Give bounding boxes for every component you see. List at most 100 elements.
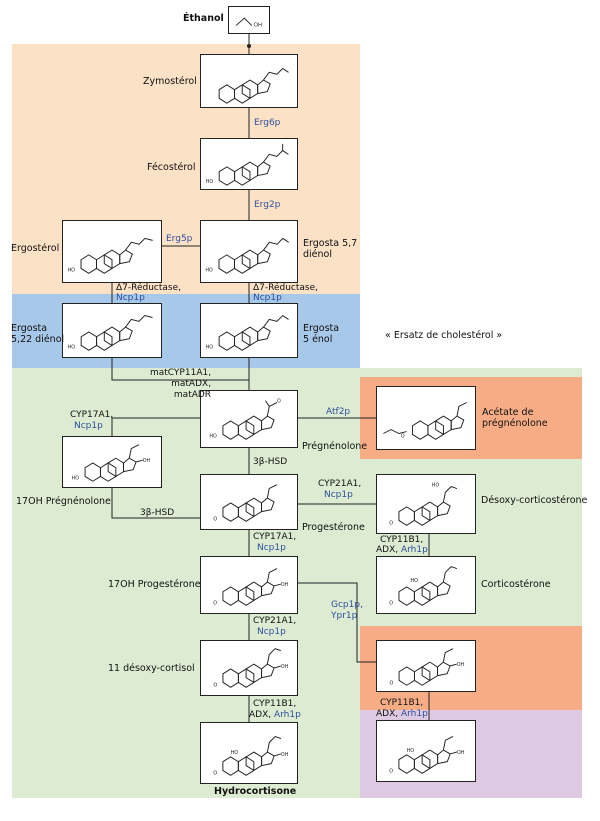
adx-main-label: ADX, [249, 710, 274, 720]
svg-text:OH: OH [143, 458, 151, 464]
svg-text:O: O [389, 768, 393, 774]
cyp17a1-main-enzyme: CYP17A1, [253, 532, 297, 542]
zymosterol-structure [218, 67, 289, 104]
svg-text:OH: OH [281, 582, 289, 588]
svg-text:HO: HO [68, 344, 76, 350]
ergosta-5-enol-structure-box: HO [200, 303, 298, 358]
svg-text:HO: HO [205, 267, 213, 273]
11-desoxycortisol-label: 11 désoxy-cortisol [108, 663, 195, 674]
ergosta-57-dienol-label: Ergosta 5,7 diénol [303, 238, 358, 260]
cyp11b1-right-enzyme: CYP11B1, [380, 535, 424, 545]
ergosta-5-enol-structure: HO [206, 314, 289, 351]
svg-text:HO: HO [411, 578, 419, 584]
hydrocortisone-label: Hydrocortisone [214, 786, 297, 797]
cyp21a1-right-enzyme: CYP21A1, [318, 479, 362, 489]
arh1p-side-label: Arh1p [400, 709, 428, 719]
ncp1p-cyp17-main-enzyme: Ncp1p [257, 543, 286, 553]
fecosterol-structure-box: HO [200, 138, 298, 190]
ersatz-cholesterol-label: « Ersatz de cholestérol » [385, 330, 503, 341]
svg-text:O: O [389, 680, 393, 686]
ergosta-522-dienol-label: Ergosta 5,22 diénol [11, 323, 65, 345]
adx-label: ADX, [376, 545, 401, 555]
ergosta-522-dienol-structure-box: HO [62, 303, 162, 358]
svg-text:HO: HO [67, 267, 75, 273]
arh1p-label: Arh1p [400, 545, 428, 555]
erg5p-enzyme: Erg5p [166, 234, 193, 244]
progesterone-structure: O [213, 484, 278, 522]
pregnenolone-acetate-structure-box: O [376, 386, 476, 450]
erg2p-enzyme: Erg2p [254, 200, 281, 210]
ergosta-5-enol-label: Ergosta 5 énol [303, 323, 340, 345]
corticosterone-label: Corticostérone [481, 579, 551, 590]
ergosta-57-dienol-structure-box: HO [200, 220, 298, 283]
pregnenolone-acetate-structure: O [383, 402, 467, 440]
cyp11b1-side-cofactors: ADX, Arh1p [376, 709, 428, 720]
svg-text:O: O [277, 399, 281, 405]
svg-text:O: O [389, 520, 393, 526]
mat-cyp11a1-enzyme: matCYP11A1, matADX, matADR [150, 368, 212, 400]
svg-text:O: O [389, 600, 393, 606]
17oh-pregnenolone-structure-box: HO OH [62, 436, 162, 488]
pregnenolone-structure-box: HO O [200, 390, 298, 448]
adx-side-label: ADX, [376, 709, 401, 719]
svg-text:HO: HO [72, 475, 80, 481]
desoxycorticosterone-structure-box: O HO [376, 474, 476, 534]
svg-text:OH: OH [281, 664, 289, 670]
ncp1p-right-enzyme: Ncp1p [253, 293, 282, 303]
side-product-structure: OOH [389, 648, 465, 686]
11-desoxycortisol-structure: O OH [213, 648, 289, 688]
ethanol-label: Éthanol [183, 13, 224, 24]
final-product-structure: O HO OH [389, 736, 465, 774]
svg-text:O: O [213, 682, 217, 688]
desoxycorticosterone-structure: O HO [389, 483, 458, 526]
svg-text:HO: HO [209, 433, 217, 439]
cyp11b1-side-enzyme: CYP11B1, [380, 698, 424, 708]
17oh-pregnenolone-structure: HO OH [72, 444, 151, 482]
pregnenolone-structure: HO O [209, 399, 281, 440]
final-product-structure-box: O HO OH [376, 720, 476, 782]
ncp1p-cyp21-main-enzyme: Ncp1p [257, 627, 286, 637]
ergosta-57-dienol-structure: HO [205, 237, 289, 274]
zymosterol-structure-box [200, 54, 298, 108]
atf2p-enzyme: Atf2p [326, 407, 351, 417]
ergosterol-structure-box: HO [62, 220, 162, 283]
ncp1p-cyp17-left-enzyme: Ncp1p [74, 421, 103, 431]
ergosterol-structure: HO [67, 237, 153, 274]
fecosterol-label: Fécostérol [147, 162, 196, 173]
svg-text:HO: HO [231, 750, 239, 756]
pregnenolone-acetate-label: Acétate de prégnénolone [482, 407, 548, 429]
cyp11b1-main-cofactors: ADX, Arh1p [249, 710, 301, 721]
desoxycorticosterone-label: Désoxy-corticostérone [481, 495, 588, 506]
svg-text:O: O [213, 600, 217, 606]
ethanol-structure: OH [235, 17, 262, 29]
corticosterone-structure-box: O HO [376, 556, 476, 614]
ncp1p-cyp21-right-enzyme: Ncp1p [324, 490, 353, 500]
svg-text:HO: HO [407, 748, 415, 754]
svg-text:HO: HO [432, 483, 440, 489]
svg-text:OH: OH [254, 23, 262, 29]
svg-text:OH: OH [281, 752, 289, 758]
cyp21a1-main-enzyme: CYP21A1, [253, 616, 297, 626]
arh1p-main-label: Arh1p [273, 710, 301, 720]
ethanol-structure-box: OH [228, 6, 270, 34]
3b-hsd-main-enzyme: 3β-HSD [253, 457, 288, 467]
3b-hsd-left-enzyme: 3β-HSD [140, 508, 175, 518]
svg-text:OH: OH [457, 750, 465, 756]
17oh-progesterone-label: 17OH Progestérone [108, 579, 201, 590]
cyp17a1-left-enzyme: CYP17A1, [70, 410, 114, 420]
delta7-reductase-left-enzyme: Δ7-Réductase, [116, 283, 182, 293]
svg-text:O: O [213, 516, 217, 522]
pregnenolone-label: Prégnénolone [302, 441, 368, 452]
progesterone-structure-box: O [200, 474, 298, 530]
17oh-progesterone-structure-box: O OH [200, 556, 298, 614]
svg-text:O: O [401, 433, 405, 439]
17oh-pregnenolone-label: 17OH Prégnénolone [16, 496, 111, 507]
ergosterol-label: Ergostérol [11, 243, 60, 254]
zymosterol-label: Zymostérol [143, 76, 197, 87]
erg6p-enzyme: Erg6p [254, 118, 281, 128]
delta7-reductase-right-enzyme: Δ7-Réductase, [253, 283, 319, 293]
progesterone-label: Progestérone [302, 522, 365, 533]
